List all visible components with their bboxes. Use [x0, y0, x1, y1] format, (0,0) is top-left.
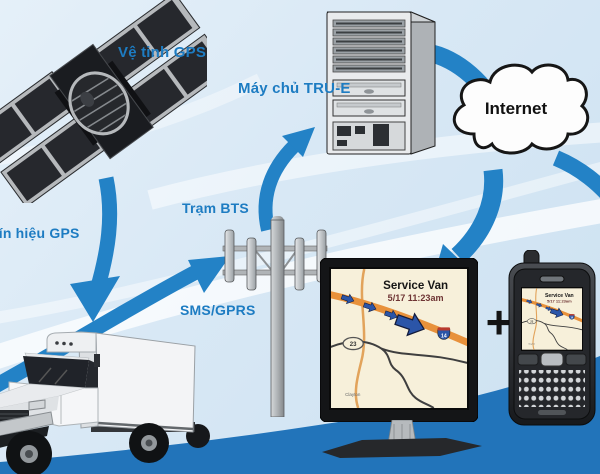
internet-label: Internet — [485, 99, 548, 118]
gps-signal-label: Tín hiệu GPS — [0, 225, 80, 241]
solar-panel-right — [92, 0, 207, 129]
plus-sign: + — [485, 296, 513, 348]
arrow-bts-to-server — [258, 127, 315, 232]
optical-drives — [332, 79, 406, 117]
front-panel — [332, 121, 406, 151]
tru-e-server-illustration — [326, 11, 436, 155]
smartphone-illustration — [508, 250, 596, 426]
arrow-gps-signal — [70, 176, 120, 322]
satellite-label: Vệ tinh GPS — [118, 44, 207, 61]
satellite-dish — [65, 71, 136, 138]
truck-windshield — [23, 356, 89, 388]
internet-cloud: Internet — [452, 63, 590, 155]
sms-gprs-label: SMS/GPRS — [180, 302, 256, 318]
monitor-stand — [322, 420, 482, 458]
arrow-sms-gprs — [0, 256, 230, 392]
truck-wheels — [6, 423, 169, 474]
monitor-map — [328, 269, 470, 408]
bts-label: Trạm BTS — [182, 200, 249, 216]
phone-bottom-key — [538, 410, 566, 415]
gps-satellite-illustration — [0, 0, 207, 203]
phone-keyboard — [519, 370, 585, 407]
monitor — [320, 258, 478, 422]
phone-nav-keys — [517, 352, 587, 367]
server-label: Máy chủ TRU-E — [238, 80, 351, 97]
link-internet-to-right — [552, 150, 600, 199]
phone-speaker — [539, 275, 565, 283]
truck-headlight — [28, 399, 46, 411]
drive-bays — [332, 19, 406, 73]
service-truck-illustration — [0, 331, 210, 474]
phone-map — [522, 288, 582, 350]
bts-tower-illustration — [222, 216, 328, 417]
